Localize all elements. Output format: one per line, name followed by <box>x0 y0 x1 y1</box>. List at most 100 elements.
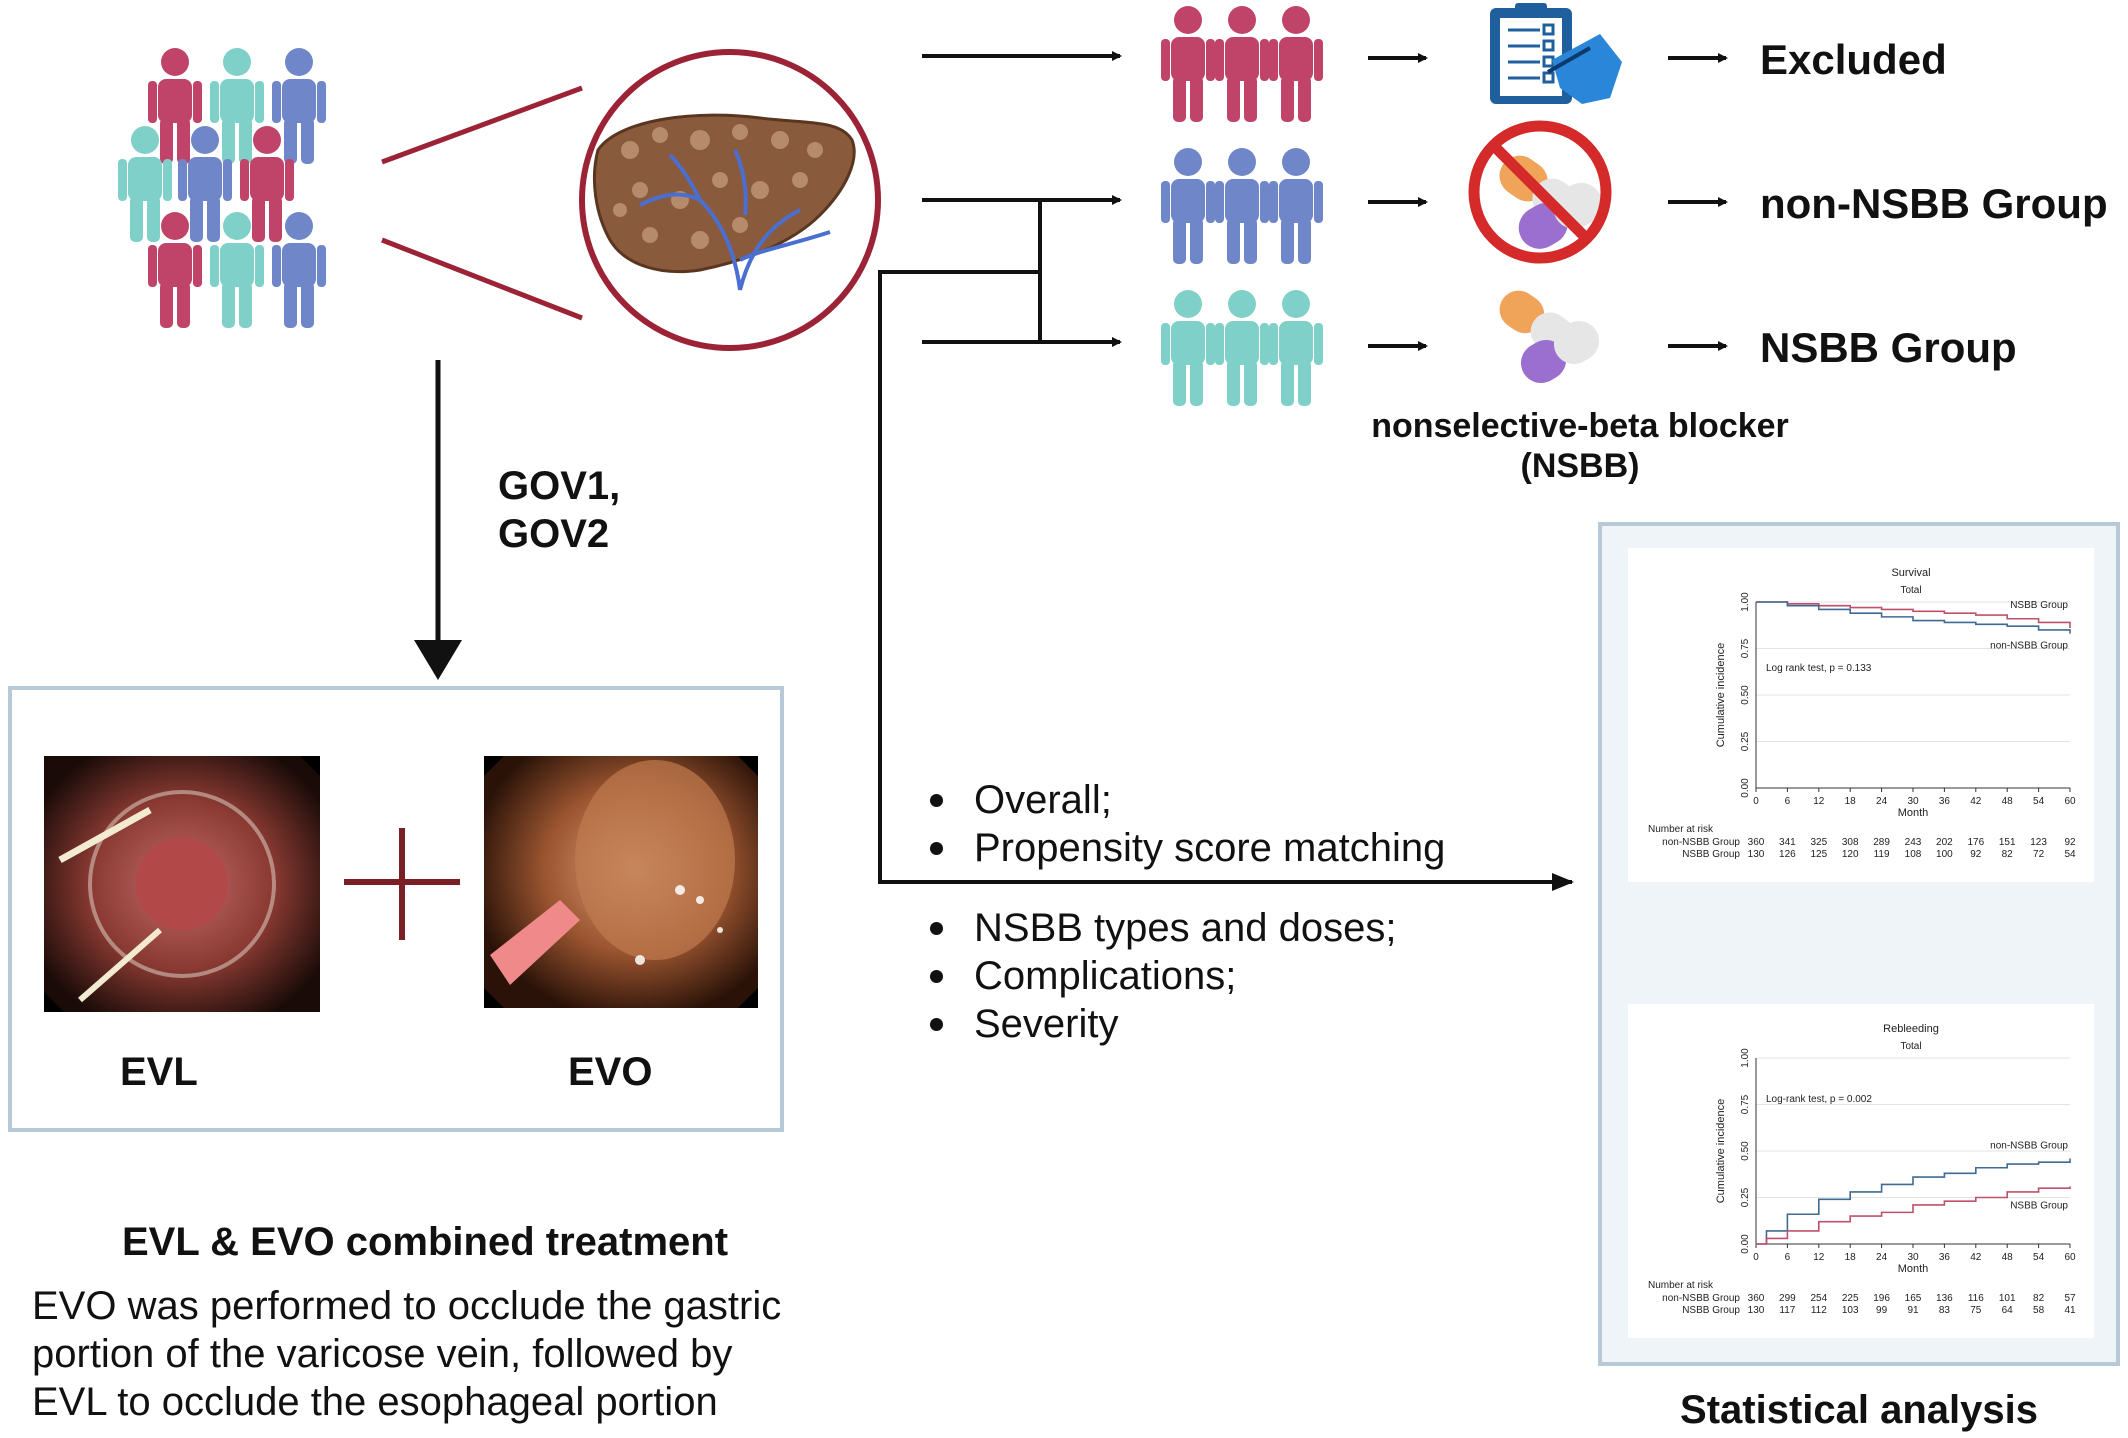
x-tick-label: 6 <box>1785 1252 1791 1263</box>
risk-value: 99 <box>1876 1305 1888 1316</box>
risk-value: 125 <box>1810 849 1827 860</box>
risk-value: 130 <box>1748 849 1765 860</box>
x-tick-label: 18 <box>1845 796 1857 807</box>
series-label: NSBB Group <box>2010 1200 2068 1211</box>
liver-zoom-icon <box>381 49 881 351</box>
series-label: NSBB Group <box>2010 600 2068 611</box>
chart-subtitle: Total <box>1900 1041 1921 1052</box>
risk-value: 126 <box>1779 849 1796 860</box>
risk-table-header: Number at risk <box>1648 1280 1714 1291</box>
treatment-description: EVO was performed to occlude the gastric… <box>32 1282 781 1426</box>
nsbb-drug-label: nonselective-beta blocker (NSBB) <box>1360 406 1800 486</box>
x-axis-label: Month <box>1898 807 1929 819</box>
risk-value: 64 <box>2002 1305 2014 1316</box>
risk-value: 360 <box>1748 837 1765 848</box>
risk-value: 41 <box>2064 1305 2076 1316</box>
km-curve-nsbb-group <box>1756 601 2071 629</box>
risk-value: 360 <box>1748 1293 1765 1304</box>
risk-value: 116 <box>1968 1293 1984 1304</box>
risk-value: 58 <box>2033 1305 2045 1316</box>
risk-value: 83 <box>1939 1305 1951 1316</box>
plus-sign <box>344 828 460 940</box>
risk-value: 289 <box>1873 837 1890 848</box>
gov-line-2: GOV2 <box>498 512 610 556</box>
list-item: Propensity score matching <box>922 824 1445 872</box>
description-line: EVO was performed to occlude the gastric <box>32 1284 782 1328</box>
x-tick-label: 36 <box>1939 796 1951 807</box>
evo-endoscopy-image <box>484 756 758 1008</box>
x-tick-label: 12 <box>1813 1252 1825 1263</box>
chart-title: Survival <box>1891 567 1930 579</box>
risk-value: 82 <box>2033 1293 2045 1304</box>
risk-value: 75 <box>1970 1305 1982 1316</box>
log-rank-annotation: Log-rank test, p = 0.002 <box>1766 1094 1872 1105</box>
pill-icon <box>1499 290 1600 383</box>
risk-value: 72 <box>2033 849 2045 860</box>
evl-label: EVL <box>120 1050 198 1094</box>
risk-table-header: Number at risk <box>1648 824 1714 835</box>
x-tick-label: 42 <box>1970 1252 1982 1263</box>
nsbb-drug-label-line2: (NSBB) <box>1520 447 1640 485</box>
risk-value: 202 <box>1936 837 1953 848</box>
description-line: portion of the varicose vein, followed b… <box>32 1332 733 1376</box>
risk-value: 57 <box>2064 1293 2076 1304</box>
risk-value: 254 <box>1810 1293 1827 1304</box>
x-tick-label: 42 <box>1970 796 1982 807</box>
chart-title: Rebleeding <box>1883 1023 1939 1035</box>
risk-value: 103 <box>1842 1305 1859 1316</box>
x-tick-label: 30 <box>1907 1252 1919 1263</box>
risk-value: 108 <box>1905 849 1922 860</box>
evl-evo-box <box>8 686 784 1132</box>
x-tick-label: 48 <box>2002 796 2014 807</box>
list-item: Overall; <box>922 776 1445 824</box>
evl-endoscopy-image <box>44 756 320 1012</box>
nsbb-group-label: NSBB Group <box>1760 324 2017 371</box>
risk-row-label: non-NSBB Group <box>1662 837 1740 848</box>
risk-value: 82 <box>2002 849 2014 860</box>
statistical-analysis-title: Statistical analysis <box>1680 1388 2038 1432</box>
x-tick-label: 6 <box>1785 796 1791 807</box>
row-arrows <box>1368 53 1728 351</box>
km-curve-non-nsbb-group <box>1756 1158 2071 1245</box>
risk-value: 101 <box>1999 1293 2016 1304</box>
analysis-list-2: NSBB types and doses; Complications; Sev… <box>922 904 1396 1048</box>
list-item: NSBB types and doses; <box>922 904 1396 952</box>
y-tick-label: 0.50 <box>1740 685 1751 705</box>
x-tick-label: 18 <box>1845 1252 1857 1263</box>
risk-value: 54 <box>2064 849 2076 860</box>
x-tick-label: 60 <box>2064 796 2076 807</box>
gov-label: GOV1, GOV2 <box>498 462 620 558</box>
description-line: EVL to occlude the esophageal portion <box>32 1380 718 1424</box>
non-nsbb-people-icon <box>1161 148 1323 264</box>
gov-line-1: GOV1, <box>498 464 621 508</box>
excluded-label: Excluded <box>1760 36 1947 83</box>
nsbb-people-icon <box>1161 290 1323 406</box>
non-nsbb-group-label: non-NSBB Group <box>1760 180 2108 227</box>
x-tick-label: 24 <box>1876 796 1888 807</box>
y-axis-label: Cumulative incidence <box>1715 1099 1727 1204</box>
patient-crowd-icon <box>118 48 326 328</box>
risk-value: 120 <box>1842 849 1859 860</box>
y-tick-label: 0.75 <box>1740 638 1751 658</box>
risk-value: 100 <box>1936 849 1953 860</box>
x-tick-label: 24 <box>1876 1252 1888 1263</box>
down-arrow <box>414 360 462 680</box>
list-item: Complications; <box>922 952 1396 1000</box>
x-tick-label: 12 <box>1813 796 1825 807</box>
log-rank-annotation: Log rank test, p = 0.133 <box>1766 663 1872 674</box>
list-item: Severity <box>922 1000 1396 1048</box>
no-drug-icon <box>1468 120 1612 264</box>
risk-value: 308 <box>1842 837 1859 848</box>
risk-value: 123 <box>2030 837 2047 848</box>
series-label: non-NSBB Group <box>1990 1140 2068 1151</box>
risk-value: 119 <box>1874 849 1890 860</box>
risk-value: 130 <box>1748 1305 1765 1316</box>
risk-value: 136 <box>1936 1293 1953 1304</box>
x-axis-label: Month <box>1898 1263 1929 1275</box>
y-tick-label: 0.00 <box>1740 778 1751 798</box>
risk-row-label: NSBB Group <box>1682 1305 1740 1316</box>
x-tick-label: 60 <box>2064 1252 2076 1263</box>
y-axis-label: Cumulative incidence <box>1715 643 1727 748</box>
